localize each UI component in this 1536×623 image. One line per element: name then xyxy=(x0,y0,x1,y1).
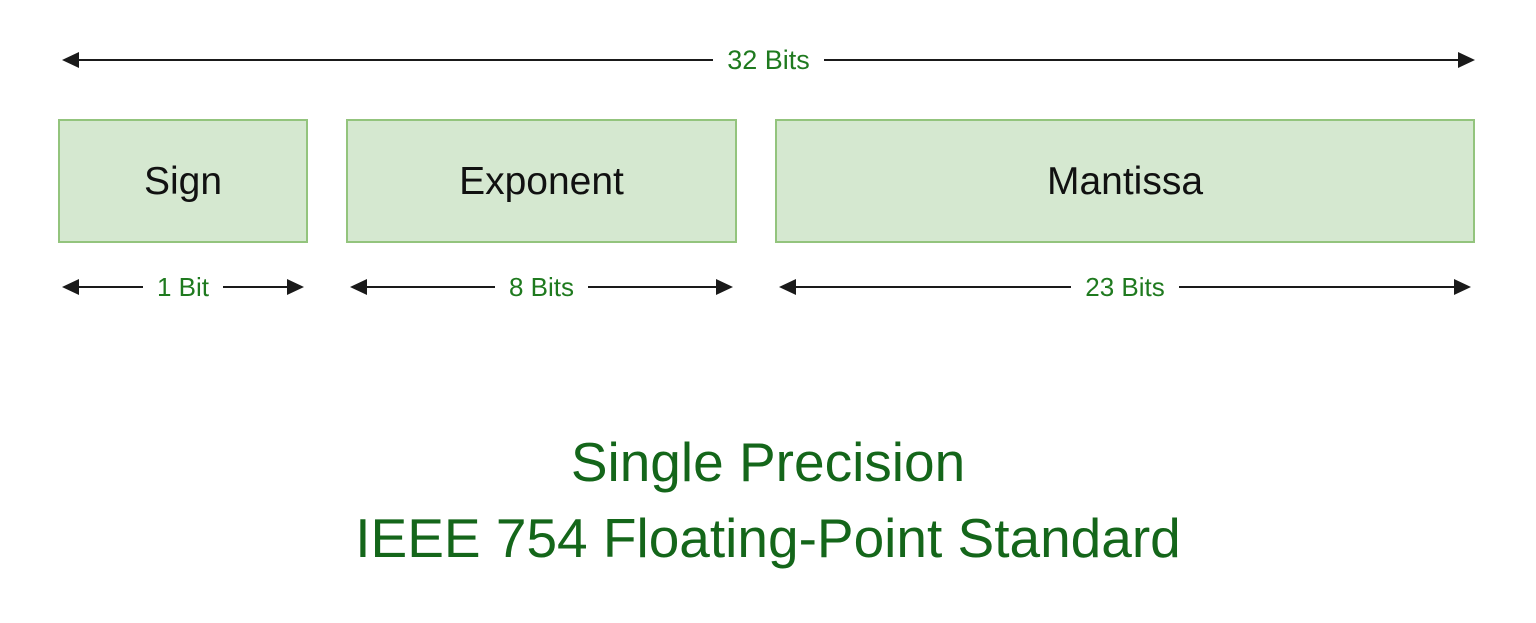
field-box-sign: Sign xyxy=(58,119,308,243)
diagram-caption: Single Precision IEEE 754 Floating-Point… xyxy=(0,424,1536,576)
arrow-head-right-icon xyxy=(287,279,304,295)
sign-width-measure: 1 Bit xyxy=(62,272,304,302)
measure-line xyxy=(79,286,143,288)
measure-line xyxy=(79,59,714,61)
measure-line xyxy=(796,286,1072,288)
exponent-width-measure: 8 Bits xyxy=(350,272,733,302)
field-label-sign: Sign xyxy=(143,159,223,203)
arrow-head-right-icon xyxy=(716,279,733,295)
exponent-width-label: 8 Bits xyxy=(508,272,575,302)
arrow-head-left-icon xyxy=(62,279,79,295)
measure-line xyxy=(223,286,287,288)
caption-line-2: IEEE 754 Floating-Point Standard xyxy=(355,507,1181,569)
sign-width-label: 1 Bit xyxy=(156,272,210,302)
total-width-measure: 32 Bits xyxy=(62,44,1476,75)
measure-line xyxy=(588,286,716,288)
measure-line xyxy=(367,286,495,288)
caption-line-1: Single Precision xyxy=(570,431,966,493)
arrow-head-left-icon xyxy=(350,279,367,295)
mantissa-width-label: 23 Bits xyxy=(1085,272,1165,302)
field-label-mantissa: Mantissa xyxy=(1046,159,1204,203)
arrow-head-right-icon xyxy=(1458,52,1476,68)
arrow-head-right-icon xyxy=(1454,279,1471,295)
arrow-head-left-icon xyxy=(779,279,796,295)
field-box-mantissa: Mantissa xyxy=(775,119,1475,243)
total-width-label: 32 Bits xyxy=(727,44,810,75)
mantissa-width-measure: 23 Bits xyxy=(779,272,1471,302)
measure-line xyxy=(823,59,1459,61)
field-box-exponent: Exponent xyxy=(346,119,737,243)
arrow-head-left-icon xyxy=(62,52,79,68)
measure-line xyxy=(1178,286,1454,288)
field-label-exponent: Exponent xyxy=(459,159,624,203)
